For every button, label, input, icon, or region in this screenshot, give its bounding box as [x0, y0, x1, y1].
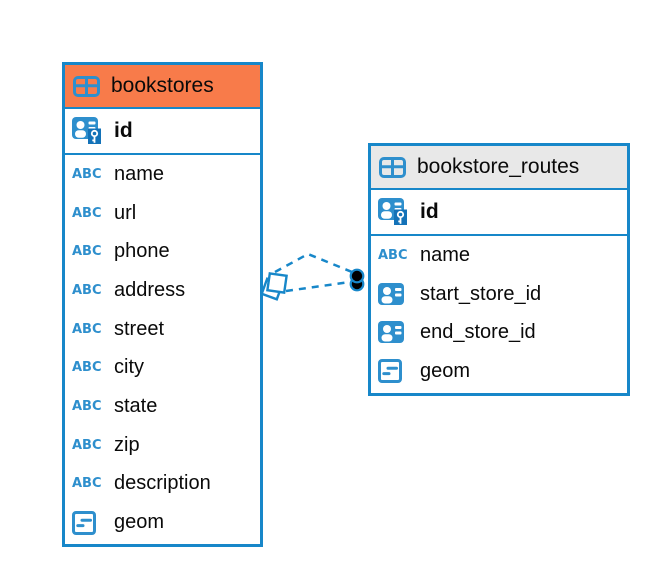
row-bookstores-phone[interactable]: ABC phone [65, 232, 260, 272]
text-type-icon: ABC [72, 166, 102, 182]
column-name: description [114, 472, 211, 495]
text-type-icon: ABC [72, 321, 102, 337]
table-icon [379, 157, 408, 178]
column-name: id [114, 119, 133, 142]
table-icon [73, 76, 102, 97]
text-type-icon: ABC [72, 244, 102, 260]
row-bookstores-address[interactable]: ABC address [65, 271, 260, 310]
fk-connection-start-store[interactable] [274, 252, 353, 274]
column-name: geom [420, 359, 471, 382]
table-bookstore-routes[interactable]: bookstore_routes id ABC name start_store… [368, 143, 630, 396]
column-name: name [114, 162, 165, 185]
connector-dot-endpoints[interactable] [349, 268, 365, 292]
column-name: phone [114, 240, 170, 263]
connector-diamond-endpoints[interactable] [260, 272, 288, 301]
table-bookstores-header[interactable]: bookstores [65, 65, 260, 109]
text-type-icon: ABC [72, 360, 102, 376]
fk-connection-end-store[interactable] [285, 280, 351, 293]
column-name: start_store_id [420, 282, 542, 305]
column-name: street [114, 317, 165, 340]
row-bookstores-city[interactable]: ABC city [65, 348, 260, 388]
row-routes-start-store-id[interactable]: start_store_id [371, 274, 627, 314]
column-name: name [420, 243, 471, 266]
column-name: geom [114, 511, 165, 534]
row-bookstores-url[interactable]: ABC url [65, 193, 260, 233]
row-bookstores-name[interactable]: ABC name [65, 155, 260, 194]
table-bookstore-routes-header[interactable]: bookstore_routes [371, 146, 627, 190]
geometry-type-icon [378, 359, 412, 383]
row-bookstores-id[interactable]: id [65, 109, 260, 155]
text-type-icon: ABC [378, 247, 408, 263]
table-bookstores[interactable]: bookstores id ABC name ABC url ABC phone… [62, 62, 263, 547]
geometry-type-icon [72, 511, 106, 535]
text-type-icon: ABC [72, 437, 102, 453]
primary-key-icon [72, 117, 106, 145]
table-title: bookstores [111, 74, 214, 97]
row-bookstores-state[interactable]: ABC state [65, 387, 260, 426]
row-bookstores-geom[interactable]: geom [65, 503, 260, 542]
text-type-icon: ABC [72, 398, 102, 414]
column-name: state [114, 394, 158, 417]
row-routes-geom[interactable]: geom [371, 352, 627, 391]
reference-type-icon [378, 321, 412, 344]
reference-type-icon [378, 283, 412, 306]
row-routes-id[interactable]: id [371, 190, 627, 236]
row-bookstores-zip[interactable]: ABC zip [65, 425, 260, 465]
column-name: zip [114, 433, 140, 456]
row-routes-end-store-id[interactable]: end_store_id [371, 313, 627, 353]
column-name: id [420, 200, 439, 223]
row-bookstores-description[interactable]: ABC description [65, 464, 260, 504]
column-name: city [114, 356, 144, 379]
column-name: url [114, 201, 137, 224]
text-type-icon: ABC [72, 476, 102, 492]
row-bookstores-street[interactable]: ABC street [65, 309, 260, 349]
primary-key-icon [378, 198, 412, 226]
column-name: address [114, 278, 186, 301]
text-type-icon: ABC [72, 205, 102, 221]
table-title: bookstore_routes [417, 155, 580, 178]
column-name: end_store_id [420, 321, 536, 344]
row-routes-name[interactable]: ABC name [371, 236, 627, 275]
text-type-icon: ABC [72, 282, 102, 298]
